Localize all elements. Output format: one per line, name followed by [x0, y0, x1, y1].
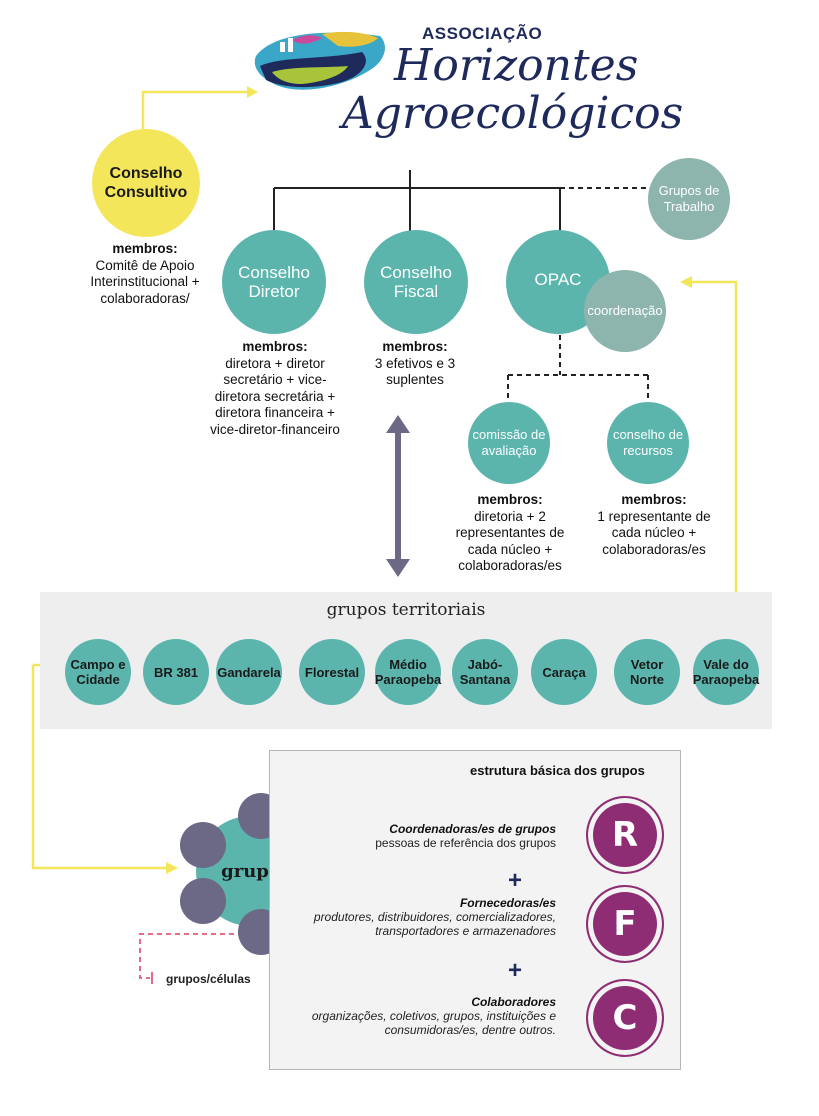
grupo-label: grupo [221, 860, 281, 882]
plus-sign: + [508, 867, 523, 894]
territorial-group: Vale do Paraopeba [693, 639, 759, 705]
logo-line3: Agroecológicos [342, 88, 684, 139]
role-desc: pessoas de referência dos grupos [375, 836, 556, 850]
conselho-diretor-node: Conselho Diretor [222, 230, 326, 334]
estrutura-panel: estrutura básica dos grupos Coordenadora… [269, 750, 681, 1070]
territorial-group: Florestal [299, 639, 365, 705]
territorial-group: Vetor Norte [614, 639, 680, 705]
members-title: membros: [477, 492, 543, 507]
members-title: membros: [242, 339, 308, 354]
group-member-circle [180, 878, 226, 924]
grupos-celulas-label: grupos/células [166, 972, 251, 986]
recursos-node: conselho de recursos [607, 402, 689, 484]
territorial-group: Médio Paraopeba [375, 639, 441, 705]
role-title: Fornecedoras/es [459, 896, 556, 910]
territorial-group: Campo e Cidade [65, 639, 131, 705]
grupos-trabalho-node: Grupos de Trabalho [648, 158, 730, 240]
members-text: Comitê de Apoio Interinstitucional + col… [90, 257, 200, 306]
estrutura-title: estrutura básica dos grupos [470, 763, 645, 778]
role-title: Colaboradores [471, 995, 556, 1009]
role-colaboradores: Colaboradores organizações, coletivos, g… [296, 995, 556, 1037]
conselho-consultivo-members: membros: Comitê de Apoio Interinstitucio… [70, 241, 220, 307]
recursos-members: membros: 1 representante de cada núcleo … [590, 492, 718, 558]
conselho-fiscal-label: Conselho Fiscal [380, 263, 452, 301]
letter-c-icon: C [586, 979, 664, 1057]
logo: ASSOCIAÇÃO Horizontes Agroecológicos [252, 20, 683, 170]
letter-f-icon: F [586, 885, 664, 963]
conselho-consultivo-node: Conselho Consultivo [92, 129, 200, 237]
conselho-diretor-members: membros: diretora + diretor secretário +… [210, 339, 340, 438]
members-text: diretoria + 2 representantes de cada núc… [455, 508, 565, 574]
role-desc: organizações, coletivos, grupos, institu… [311, 1009, 556, 1037]
members-title: membros: [382, 339, 448, 354]
comissao-label: comissão de avaliação [472, 427, 546, 458]
members-title: membros: [621, 492, 687, 507]
plus-sign: + [508, 957, 523, 984]
conselho-consultivo-label: Conselho Consultivo [104, 165, 188, 201]
comissao-members: membros: diretoria + 2 representantes de… [446, 492, 574, 575]
territorial-panel: grupos territoriais Campo e Cidade BR 38… [40, 592, 772, 729]
conselho-fiscal-node: Conselho Fiscal [364, 230, 468, 334]
group-member-circle [180, 822, 226, 868]
conselho-fiscal-members: membros: 3 efetivos e 3 suplentes [360, 339, 470, 389]
territorial-title: grupos territoriais [326, 600, 486, 620]
logo-line2: Horizontes [394, 40, 639, 91]
role-fornecedoras: Fornecedoras/es produtores, distribuidor… [296, 896, 556, 938]
role-desc: produtores, distribuidores, comercializa… [313, 910, 556, 938]
territorial-group: BR 381 [143, 639, 209, 705]
recursos-label: conselho de recursos [612, 427, 684, 458]
logo-line1: ASSOCIAÇÃO [422, 24, 543, 43]
role-title: Coordenadoras/es de grupos [389, 822, 556, 836]
territorial-group: Jabó-Santana [452, 639, 518, 705]
members-text: 3 efetivos e 3 suplentes [374, 355, 456, 388]
territorial-group: Gandarela [216, 639, 282, 705]
territorial-group: Caraça [531, 639, 597, 705]
coordenacao-label: coordenação [587, 303, 663, 318]
members-title: membros: [112, 241, 178, 256]
grupos-trabalho-label: Grupos de Trabalho [658, 183, 720, 214]
comissao-node: comissão de avaliação [468, 402, 550, 484]
opac-label: OPAC [534, 270, 582, 289]
logo-emblem-icon [254, 31, 385, 90]
members-text: 1 representante de cada núcleo + colabor… [597, 508, 711, 557]
coordenacao-node: coordenação [584, 270, 666, 352]
letter-r-icon: R [586, 796, 664, 874]
members-text: diretora + diretor secretário + vice-dir… [210, 355, 340, 437]
role-coordenadoras: Coordenadoras/es de grupos pessoas de re… [296, 822, 556, 850]
conselho-diretor-label: Conselho Diretor [238, 263, 310, 301]
